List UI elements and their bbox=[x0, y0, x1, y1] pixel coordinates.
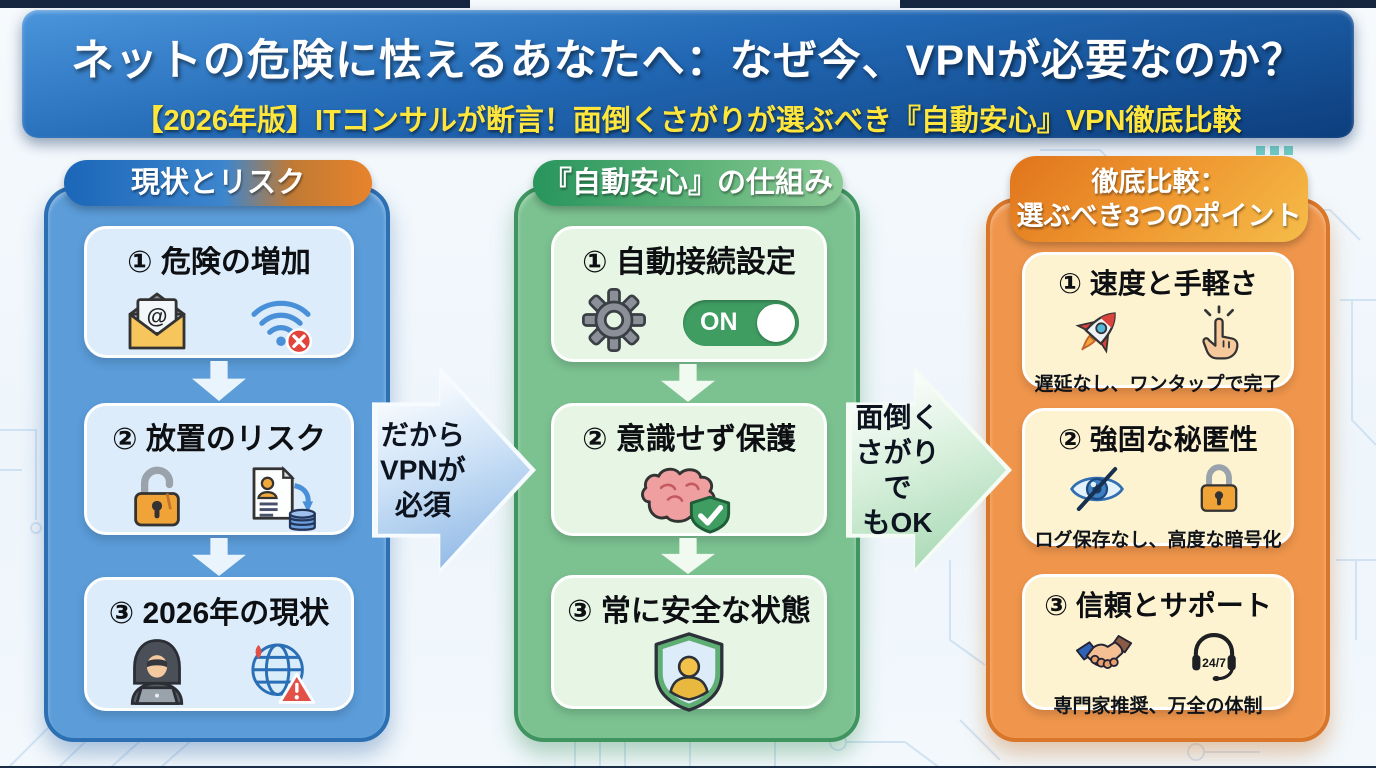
step-title: ① 自動接続設定 bbox=[582, 246, 796, 279]
step-title: ① 速度と手軽さ bbox=[1058, 268, 1258, 299]
flow-arrow-label: だから VPNが 必須 bbox=[380, 419, 466, 521]
handshake-icon bbox=[1072, 626, 1136, 689]
globe-warning-icon bbox=[245, 636, 317, 713]
data-leak-icon bbox=[245, 462, 317, 539]
hacker-icon bbox=[121, 636, 193, 713]
wifi-danger-icon bbox=[245, 285, 317, 362]
column-comparison-header-line2: 選ぶべき3つのポイント bbox=[1016, 201, 1302, 231]
step-box-risk-3: ③ 2026年の現状 bbox=[84, 577, 354, 711]
column-comparison-header: 徹底比較： 選ぶべき3つのポイント bbox=[1010, 156, 1308, 242]
toggle-knob bbox=[757, 303, 795, 342]
page-subtitle: 【2026年版】ITコンサルが断言！面倒くさがりが選ぶべき『自動安心』VPN徹底… bbox=[134, 105, 1242, 137]
top-edge-strip-right bbox=[900, 0, 1376, 8]
step-box-point-3: ③ 信頼とサポート bbox=[1022, 574, 1294, 717]
step-caption: ログ保存なし、高度な暗号化 bbox=[1034, 530, 1282, 551]
flow-arrow-risks-to-vpn: だから VPNが 必須 bbox=[372, 366, 536, 574]
step-title: ② 放置のリスク bbox=[112, 423, 326, 456]
top-edge-strip-left bbox=[0, 0, 470, 8]
no-log-eye-icon bbox=[1068, 460, 1126, 523]
gear-icon bbox=[579, 285, 649, 360]
column-mechanism-header: 『自動安心』の仕組み bbox=[533, 160, 843, 206]
step-title: ① 危険の増加 bbox=[127, 246, 311, 279]
step-box-risk-2: ② 放置のリスク bbox=[84, 403, 354, 535]
step-box-point-1: ① 速度と手軽さ bbox=[1022, 252, 1294, 395]
column-risks-header: 現状とリスク bbox=[64, 160, 372, 206]
brain-shield-check-icon bbox=[633, 462, 745, 542]
column-comparison-header-line1: 徹底比較： bbox=[1091, 167, 1227, 197]
header-banner: ネットの危険に怯えるあなたへ：なぜ今、VPNが必要なのか？ 【2026年版】IT… bbox=[22, 10, 1354, 138]
toggle-on-label: ON bbox=[700, 307, 738, 336]
lock-icon bbox=[1190, 460, 1248, 523]
toggle-on-switch: ON bbox=[683, 299, 799, 346]
step-title: ③ 信頼とサポート bbox=[1044, 590, 1272, 621]
step-title: ② 強固な秘匿性 bbox=[1058, 424, 1258, 455]
shield-user-icon bbox=[647, 630, 731, 719]
bottom-edge-strip bbox=[0, 766, 1376, 768]
step-box-auto-1: ① 自動接続設定 ON bbox=[551, 226, 827, 362]
broken-lock-icon bbox=[121, 462, 193, 539]
page-title: ネットの危険に怯えるあなたへ：なぜ今、VPNが必要なのか？ bbox=[70, 37, 1306, 85]
support-247-badge: 24/7 bbox=[1202, 656, 1226, 670]
step-box-auto-2: ② 意識せず保護 bbox=[551, 403, 827, 536]
headset-icon: 24/7 bbox=[1184, 626, 1244, 689]
email-at-icon: @ bbox=[121, 285, 193, 362]
step-title: ③ 2026年の現状 bbox=[108, 597, 330, 630]
step-caption: 遅延なし、ワンタップで完了 bbox=[1034, 374, 1282, 395]
svg-text:@: @ bbox=[147, 304, 168, 328]
rocket-icon bbox=[1068, 304, 1126, 367]
tap-finger-icon bbox=[1190, 304, 1248, 367]
step-caption: 専門家推奨、万全の体制 bbox=[1053, 696, 1263, 717]
step-title: ② 意識せず保護 bbox=[582, 423, 796, 456]
step-box-point-2: ② 強固な秘匿性 ログ保存なし、高度な暗号化 bbox=[1022, 408, 1294, 551]
step-title: ③ 常に安全な状態 bbox=[567, 595, 811, 628]
step-box-risk-1: ① 危険の増加 @ bbox=[84, 226, 354, 358]
flow-arrow-label: 面倒く さがりで もOK bbox=[855, 402, 940, 538]
step-box-auto-3: ③ 常に安全な状態 bbox=[551, 575, 827, 712]
